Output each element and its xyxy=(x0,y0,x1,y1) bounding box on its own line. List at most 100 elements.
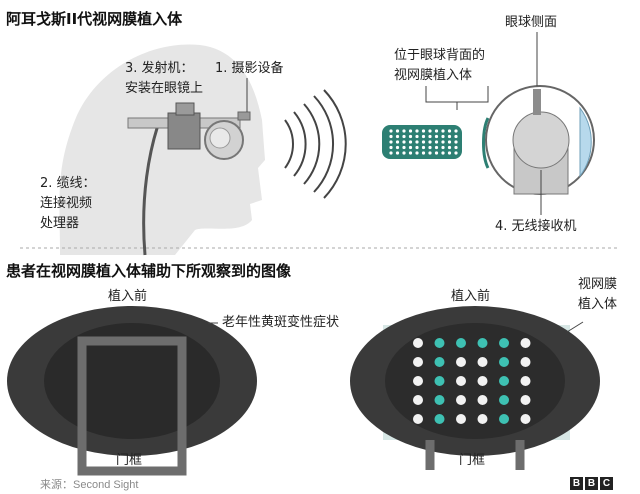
top-title: 阿耳戈斯II代视网膜植入体 xyxy=(6,10,183,28)
glasses-group xyxy=(127,102,251,256)
transmitter-top xyxy=(175,102,195,116)
chip-electrode-dot xyxy=(434,140,439,144)
phosphene-dot xyxy=(499,414,509,424)
chip-electrode-dot xyxy=(389,145,393,150)
vision-before-view xyxy=(7,306,257,476)
chip-electrode-dot xyxy=(454,140,458,144)
chip-electrode-dot xyxy=(441,134,445,139)
chip-electrode-dot xyxy=(402,129,406,133)
chip-electrode-dot xyxy=(402,134,406,139)
chip-electrode-dot xyxy=(389,129,393,133)
chip-electrode-dot xyxy=(395,140,400,144)
phosphene-dot xyxy=(434,357,445,367)
phosphene-dot xyxy=(520,357,531,367)
chip-electrode-dot xyxy=(389,151,393,155)
chip-electrode-dot xyxy=(434,151,439,155)
chip-electrode-dot xyxy=(408,140,413,144)
chip-electrode-dot xyxy=(447,145,452,150)
phosphene-dot xyxy=(413,376,423,386)
bbc-logo-letter: C xyxy=(600,477,613,490)
phosphene-dot xyxy=(456,376,466,386)
chip-electrode-dot xyxy=(454,134,458,139)
chip-electrode-dot xyxy=(441,151,445,155)
source-credit: 来源：Second Sight xyxy=(40,479,139,491)
phosphene-dot xyxy=(413,338,423,348)
chip-electrode-dot xyxy=(421,129,426,133)
phosphene-dot xyxy=(434,395,445,405)
camera-device xyxy=(237,111,251,121)
phosphene-dot xyxy=(413,395,423,405)
eyeball-side-view xyxy=(485,85,595,195)
right-before-label: 植入前 xyxy=(451,289,491,304)
chip-electrode-dot xyxy=(447,151,452,155)
implant-panel-label-1: 视网膜 xyxy=(578,277,618,292)
left-before-label: 植入前 xyxy=(108,289,148,304)
transmitter-box xyxy=(167,112,201,150)
phosphene-dot xyxy=(434,414,445,424)
chip-electrode-dot xyxy=(389,140,393,144)
chip-electrode-dot xyxy=(441,129,445,133)
phosphene-dot xyxy=(499,338,509,348)
chip-electrode-dot xyxy=(415,140,419,144)
chip-electrode-dot xyxy=(441,145,445,150)
implant-chip xyxy=(382,125,462,159)
phosphene-dot xyxy=(434,376,445,386)
chip-electrode-dot xyxy=(415,129,419,133)
phosphene-dot xyxy=(499,395,509,405)
chip-electrode-dot xyxy=(428,145,432,150)
chip-electrode-dot xyxy=(389,134,393,139)
chip-electrode-dot xyxy=(395,129,400,133)
cable-label-1: 2. 缆线： xyxy=(40,176,96,191)
phosphene-dot xyxy=(413,414,423,424)
chip-electrode-dot xyxy=(408,151,413,155)
chip-electrode-dot xyxy=(421,145,426,150)
cable-label-3: 处理器 xyxy=(40,216,80,231)
chip-electrode-dot xyxy=(395,134,400,139)
vision-after-view xyxy=(350,306,600,470)
cable-label-2: 连接视频 xyxy=(40,196,93,211)
bbc-logo-letter: B xyxy=(585,477,598,490)
chip-electrode-dot xyxy=(415,134,419,139)
receiver-label: 4. 无线接收机 xyxy=(495,219,577,234)
macular-label: 老年性黄斑变性症状 xyxy=(222,315,340,330)
implant-bracket xyxy=(425,86,489,103)
chip-electrode-dot xyxy=(428,129,432,133)
wireless-wave-icon xyxy=(284,89,347,199)
phosphene-dot xyxy=(456,357,466,367)
chip-electrode-dot xyxy=(434,145,439,150)
door-frame-left xyxy=(77,336,187,476)
right-door-label: 门框 xyxy=(459,453,486,468)
chip-electrode-dot xyxy=(428,134,432,139)
chip-electrode-dot xyxy=(395,145,400,150)
phosphene-dot xyxy=(477,376,488,386)
chip-electrode-dot xyxy=(421,140,426,144)
bbc-logo-letter: B xyxy=(570,477,583,490)
phosphene-dot xyxy=(520,338,531,348)
phosphene-dot xyxy=(520,414,531,424)
implant-curve xyxy=(482,117,490,169)
transmitter-label-1: 3. 发射机： xyxy=(125,61,194,76)
implant-panel-leader xyxy=(566,321,584,333)
camera-label: 1. 摄影设备 xyxy=(215,61,284,76)
implant-panel-label-2: 植入体 xyxy=(578,297,618,312)
implant-label-2: 视网膜植入体 xyxy=(394,68,473,83)
chip-electrode-dot xyxy=(441,140,445,144)
phosphene-dot xyxy=(499,357,509,367)
transmitter-label-2: 安装在眼镜上 xyxy=(125,81,204,96)
chip-electrode-dot xyxy=(421,151,426,155)
phosphene-dot xyxy=(477,414,488,424)
chip-electrode-dot xyxy=(402,151,406,155)
chip-electrode-dot xyxy=(454,151,458,155)
chip-electrode-dot xyxy=(454,129,458,133)
implant-label-1: 位于眼球背面的 xyxy=(394,48,486,63)
chip-electrode-dot xyxy=(434,129,439,133)
chip-electrode-dot xyxy=(395,151,400,155)
bbc-logo: B B C xyxy=(570,477,613,490)
chip-electrode-dot xyxy=(415,151,419,155)
phosphene-dot xyxy=(456,338,466,348)
bottom-title: 患者在视网膜植入体辅助下所观察到的图像 xyxy=(6,262,292,280)
phosphene-dot xyxy=(434,338,445,348)
phosphene-dot xyxy=(456,414,466,424)
phosphene-dot xyxy=(456,395,466,405)
